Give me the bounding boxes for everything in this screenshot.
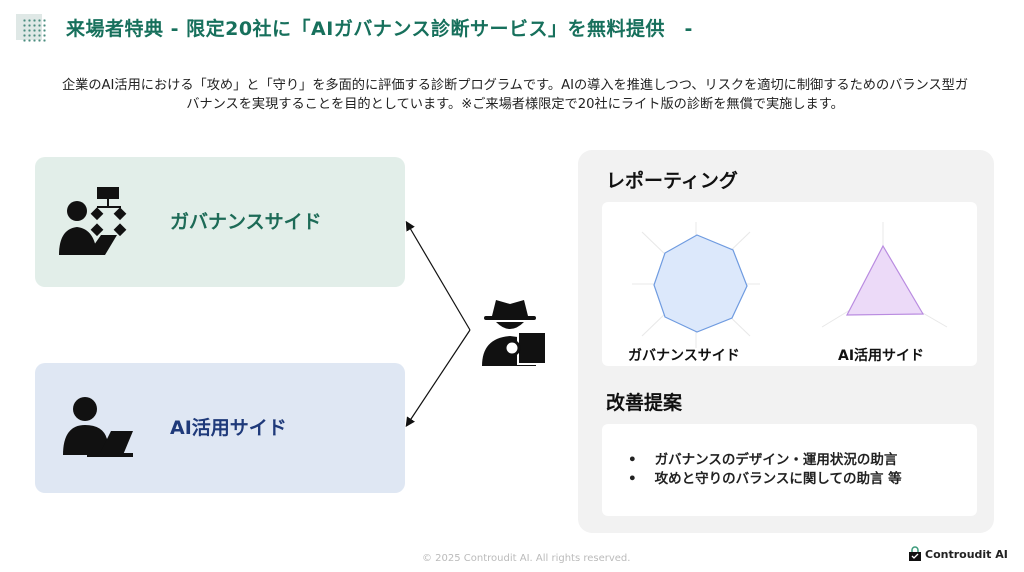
ai-radar-polygon bbox=[846, 244, 925, 316]
reporting-title: レポーティング bbox=[606, 170, 738, 192]
list-item: ガバナンスのデザイン・運用状況の助言 bbox=[628, 451, 902, 470]
governance-side-box: ガバナンスサイド bbox=[35, 157, 405, 287]
brand-name: Controudit AI bbox=[925, 547, 1008, 561]
reporting-card: ガバナンスサイド AI活用サイド bbox=[602, 202, 977, 366]
brand-logo: Controudit AI bbox=[908, 546, 1008, 562]
description: 企業のAI活用における「攻め」と「守り」を多面的に評価する診断プログラムです。A… bbox=[61, 78, 969, 112]
improvement-title: 改善提案 bbox=[606, 392, 683, 414]
governance-side-label: ガバナンスサイド bbox=[170, 211, 322, 233]
ai-chart-caption: AI活用サイド bbox=[838, 348, 925, 364]
connector-arrows bbox=[405, 220, 471, 428]
list-item: 攻めと守りのバランスに関しての助言 等 bbox=[628, 470, 902, 489]
governance-chart-caption: ガバナンスサイド bbox=[628, 348, 740, 364]
radar-charts bbox=[632, 222, 948, 348]
lock-check-icon bbox=[909, 546, 921, 561]
improvement-list: ガバナンスのデザイン・運用状況の助言 攻めと守りのバランスに関しての助言 等 bbox=[628, 451, 902, 489]
ai-use-side-box: AI活用サイド bbox=[35, 363, 405, 493]
detective-icon bbox=[482, 300, 547, 366]
governance-radar-polygon bbox=[653, 234, 748, 333]
improvement-card: ガバナンスのデザイン・運用状況の助言 攻めと守りのバランスに関しての助言 等 bbox=[602, 424, 977, 516]
governance-person-icon bbox=[59, 187, 127, 255]
laptop-person-icon bbox=[63, 397, 133, 457]
dots-decoration bbox=[22, 18, 46, 42]
page-title: 来場者特典 - 限定20社に「AIガバナンス診断サービス」を無料提供 - bbox=[66, 18, 693, 40]
ai-use-side-label: AI活用サイド bbox=[170, 417, 287, 439]
copyright: © 2025 Controudit AI. All rights reserve… bbox=[422, 553, 631, 564]
